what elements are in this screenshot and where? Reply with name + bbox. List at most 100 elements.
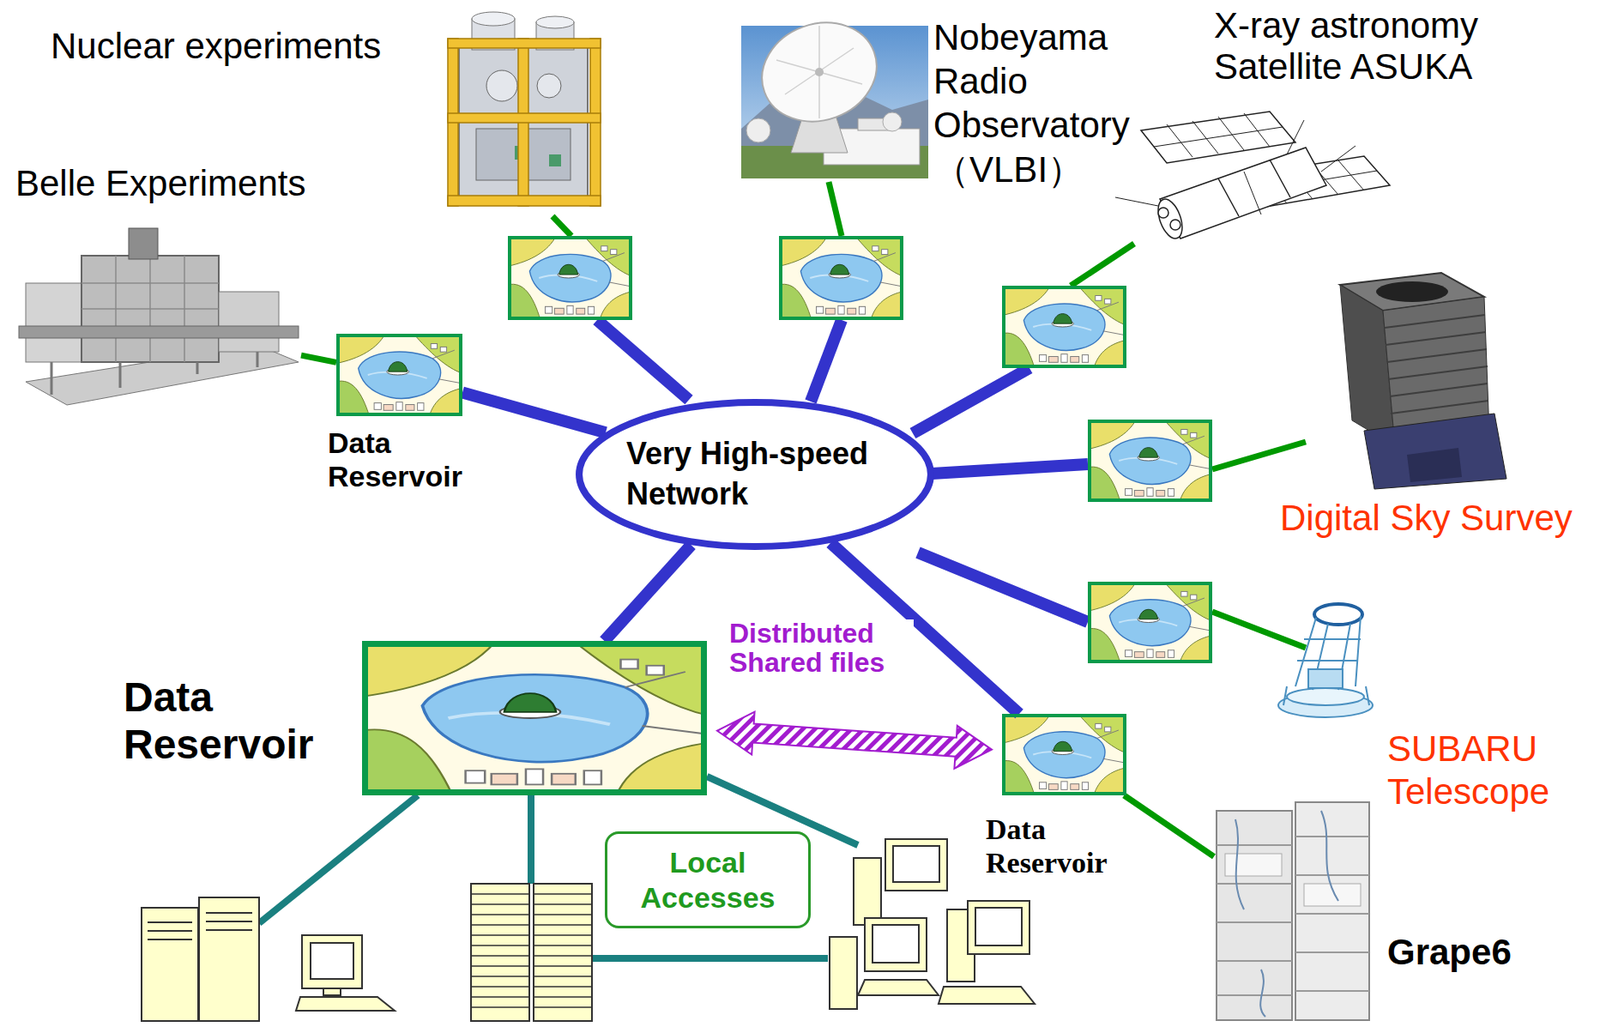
survey-telescope bbox=[1384, 314, 1489, 431]
workstation-icon bbox=[885, 839, 948, 891]
shared-files-arrow bbox=[717, 712, 992, 769]
node-label: SUBARU Telescope bbox=[1387, 727, 1594, 815]
nuclear-apparatus bbox=[447, 113, 601, 123]
rack-icon bbox=[470, 893, 592, 1008]
network-link bbox=[301, 355, 337, 363]
network-spoke bbox=[917, 552, 1088, 622]
satellite-drawing bbox=[1158, 207, 1169, 218]
workstation-icon bbox=[829, 936, 858, 1009]
subaru-telescope bbox=[1314, 603, 1363, 625]
reservoir-box: Data Reservoir bbox=[1002, 713, 1127, 796]
detector-drawing bbox=[18, 228, 299, 405]
satellite-picture: X-ray astronomy Satellite ASUKA bbox=[1096, 101, 1398, 250]
satellite-drawing bbox=[1159, 147, 1327, 239]
network-spoke bbox=[597, 320, 689, 400]
computer-icon bbox=[310, 942, 354, 979]
subaru-telescope bbox=[1278, 603, 1373, 718]
network-link bbox=[1123, 795, 1214, 857]
reservoir-picture bbox=[1087, 419, 1213, 502]
node-label: Local Accesses bbox=[607, 845, 809, 916]
computer-icon bbox=[301, 935, 363, 989]
subaru-telescope bbox=[1283, 686, 1370, 706]
workstation-icon bbox=[872, 924, 919, 963]
instrument-link bbox=[1070, 243, 1135, 286]
grape6-computer bbox=[1216, 802, 1370, 1021]
server-icon bbox=[141, 897, 260, 1021]
reservoir-picture bbox=[336, 333, 463, 417]
satellite-drawing bbox=[1218, 159, 1291, 217]
detector-drawing bbox=[25, 283, 88, 363]
instrument-link bbox=[1212, 611, 1306, 648]
instrument-link bbox=[552, 181, 1306, 648]
survey-telescope bbox=[1376, 281, 1449, 302]
instrument-link bbox=[552, 216, 572, 236]
node-label: Digital Sky Survey bbox=[1280, 497, 1594, 539]
satellite-drawing bbox=[1170, 219, 1181, 230]
computer-icon bbox=[295, 996, 395, 1011]
radio-dish-photo bbox=[776, 25, 863, 119]
reservoir-picture bbox=[362, 640, 707, 796]
computer-icon bbox=[323, 988, 341, 996]
workstation-icon bbox=[864, 917, 927, 972]
radio-dish-photo bbox=[815, 67, 824, 77]
subaru-telescope bbox=[1295, 615, 1361, 690]
node-label: Very High-speed Network bbox=[626, 434, 884, 515]
reservoir-picture bbox=[509, 237, 631, 319]
detector-drawing bbox=[81, 255, 219, 363]
nuclear-apparatus bbox=[447, 38, 601, 49]
satellite-drawing bbox=[1141, 111, 1296, 164]
subaru-telescope bbox=[1286, 688, 1365, 706]
grape6-computer bbox=[1295, 802, 1370, 1021]
detector-drawing bbox=[51, 351, 258, 395]
network-spoke bbox=[931, 464, 1088, 474]
observatory-picture: Nobeyama Radio Observatory （VLBI） bbox=[741, 25, 929, 179]
reservoir-picture bbox=[1003, 287, 1125, 367]
nuclear-apparatus bbox=[447, 12, 601, 206]
detector-drawing bbox=[18, 326, 299, 339]
nuclear-apparatus bbox=[537, 73, 562, 98]
computer-icon bbox=[295, 935, 395, 1011]
reservoir-box: Data Reservoir bbox=[362, 640, 707, 796]
satellite-drawing bbox=[1153, 113, 1283, 157]
node-label: Data Reservoir bbox=[123, 673, 356, 768]
instrument-link bbox=[1212, 441, 1306, 470]
reservoir-picture bbox=[1089, 583, 1211, 662]
workstation-icon bbox=[975, 907, 1022, 946]
experiment-picture: Nuclear experiments bbox=[431, 10, 618, 215]
survey-telescope bbox=[1340, 284, 1395, 447]
reservoir-picture bbox=[1089, 421, 1211, 501]
detector-drawing bbox=[81, 255, 219, 363]
workstation-icon bbox=[967, 900, 1030, 954]
local-link bbox=[591, 954, 828, 962]
ellipse-outline bbox=[579, 402, 931, 547]
ellipse-outline bbox=[574, 398, 936, 551]
grape6-computer bbox=[1216, 810, 1293, 1021]
network-spoke bbox=[810, 320, 842, 402]
network-link bbox=[301, 355, 337, 363]
telescope-picture: Digital Sky Survey bbox=[1316, 270, 1510, 490]
radio-dish-photo bbox=[741, 6, 929, 179]
reservoir-box: Data Reservoir bbox=[336, 333, 463, 417]
nuclear-apparatus bbox=[549, 154, 562, 167]
network-link bbox=[462, 392, 606, 434]
workstation-icon bbox=[893, 845, 940, 882]
rack-icon bbox=[470, 883, 592, 1021]
shared-files-arrow bbox=[717, 712, 992, 769]
subaru-telescope bbox=[1297, 639, 1361, 661]
subaru-telescope bbox=[1308, 669, 1343, 689]
radio-dish-photo bbox=[746, 118, 771, 143]
satellite-drawing bbox=[1115, 111, 1390, 242]
survey-telescope bbox=[1364, 413, 1507, 490]
radio-dish-photo bbox=[748, 6, 891, 138]
node-label: Nuclear experiments bbox=[50, 25, 411, 67]
reservoir-picture bbox=[507, 235, 633, 320]
node-label: Nobeyama Radio Observatory （VLBI） bbox=[933, 15, 1148, 192]
survey-telescope bbox=[1340, 272, 1507, 490]
server-icon bbox=[141, 907, 199, 1021]
workstation-icon bbox=[857, 979, 939, 996]
satellite-drawing bbox=[1153, 195, 1188, 242]
node-label: Belle Experiments bbox=[15, 163, 342, 205]
grape6-computer bbox=[1216, 836, 1370, 996]
grape6-computer bbox=[1225, 853, 1282, 876]
